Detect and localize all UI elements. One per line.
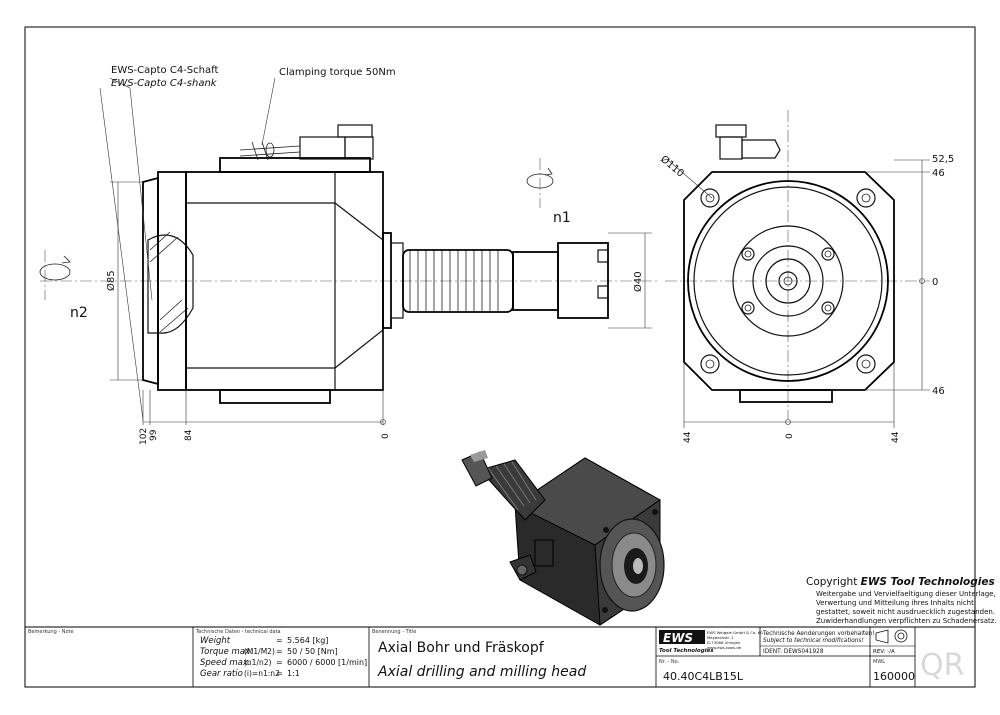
dim-d110: Ø110 — [658, 153, 686, 180]
copyright-prefix: Copyright — [806, 576, 861, 588]
tech-row-torque-sym: (M1/M2) — [244, 647, 275, 656]
copyright-line-1: Weitergabe und Vervielfaeltigung dieser … — [816, 590, 996, 598]
title-block: Bemerkung - Note Technische Daten - tech… — [24, 626, 976, 688]
company-line-3: D-73066 Uhingen — [707, 640, 741, 645]
dim-44-left: 44 — [683, 431, 693, 443]
title-en: Axial drilling and milling head — [377, 664, 586, 680]
svg-text:Copyright EWS Tool Technologie: Copyright EWS Tool Technologies — [806, 576, 995, 588]
company-line-2: Maybachstr. 1 — [707, 635, 734, 640]
mwl-value: 160000 — [873, 670, 915, 683]
shank-label-en: EWS-Capto C4-shank — [111, 78, 218, 89]
ident: IDENT: DEWS041928 — [763, 649, 824, 655]
projection-symbol-icon — [875, 629, 908, 644]
dim-46-bottom: 46 — [932, 386, 945, 397]
company-line-4: www.ews-tools.de — [707, 645, 742, 650]
ews-logo-text: EWS — [663, 631, 693, 645]
copyright-notice: Copyright EWS Tool Technologies Weiterga… — [806, 576, 997, 625]
tech-row-gear-sym: (i)=n1:n2 — [244, 669, 280, 678]
tech-row-speed-sym: (n1/n2) — [244, 658, 272, 667]
tech-row-weight-eq: = — [276, 636, 283, 645]
tech-data-label: Technische Daten - technical data — [195, 629, 281, 635]
dim-d40: Ø40 — [632, 271, 644, 292]
dim-46-top: 46 — [932, 168, 945, 179]
isometric-render — [461, 450, 665, 626]
nr-label: Nr. - No. — [659, 659, 680, 665]
copyright-line-2: Verwertung und Mitteilung ihres Inhalts … — [816, 599, 974, 607]
rev: REV: -/A — [873, 649, 895, 655]
tech-row-speed-eq: = — [276, 658, 283, 667]
changes-de: Technische Aenderungen vorbehalten! — [762, 631, 875, 637]
tech-row-torque-val: 50 / 50 [Nm] — [287, 647, 338, 656]
title-label: Benennung - Title — [372, 629, 416, 635]
qr-placeholder: QR — [920, 648, 964, 683]
dim-99: 99 — [149, 429, 159, 441]
mwl-label: MWL — [873, 659, 885, 665]
dim-d85: Ø85 — [105, 270, 117, 291]
tech-row-weight-name: Weight — [200, 636, 231, 646]
side-view — [39, 77, 660, 425]
dim-102: 102 — [139, 428, 149, 445]
dim-0-right: 0 — [932, 277, 938, 288]
dim-44-right: 44 — [891, 431, 901, 443]
ews-logo-sub: Tool Technologies — [659, 648, 714, 654]
ews-logo — [659, 630, 705, 644]
tech-row-gear-eq: = — [276, 669, 283, 678]
note-label: Bemerkung - Note — [28, 629, 74, 635]
sheet-border — [24, 26, 976, 688]
n2-label: n2 — [70, 305, 88, 321]
copyright-line-3: gestattet, soweit nicht ausdruecklich zu… — [816, 608, 995, 616]
title-de: Axial Bohr und Fräskopf — [378, 640, 545, 656]
dim-52-5: 52,5 — [932, 154, 954, 165]
dim-0-bottom: 0 — [785, 433, 795, 439]
tech-row-torque-name: Torque max. — [200, 647, 253, 657]
part-number: 40.40C4LB15L — [663, 670, 744, 683]
shank-label-de: EWS-Capto C4-Schaft — [111, 65, 218, 76]
n1-label: n1 — [553, 210, 571, 226]
front-view — [665, 110, 930, 428]
copyright-line-4: Zuwiderhandlungen verpflichten zu Schade… — [816, 617, 997, 625]
tech-row-torque-eq: = — [276, 647, 283, 656]
tech-row-speed-name: Speed max. — [200, 658, 251, 668]
clamping-label: Clamping torque 50Nm — [279, 67, 396, 78]
tech-row-weight-val: 5.564 [kg] — [287, 636, 328, 645]
dim-0-side: 0 — [381, 433, 391, 439]
company-line-1: EWS Weigele GmbH & Co. KG — [707, 630, 763, 635]
tech-row-gear-val: 1:1 — [287, 669, 300, 678]
copyright-brand: EWS Tool Technologies — [861, 576, 995, 588]
tech-row-speed-val: 6000 / 6000 [1/min] — [287, 658, 367, 667]
changes-en: Subject to technical modifications! — [763, 638, 864, 644]
tech-row-gear-name: Gear ratio — [200, 669, 243, 679]
dim-84: 84 — [184, 429, 194, 441]
